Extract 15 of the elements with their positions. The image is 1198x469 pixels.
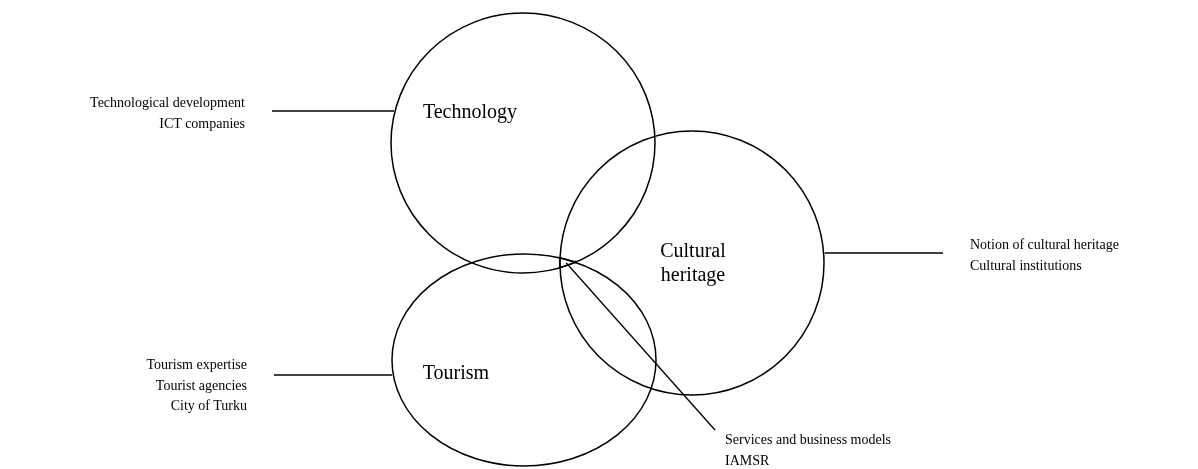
leader-line [823,252,944,254]
circle-label: Cultural heritage [659,238,727,286]
annotation-text: Cultural institutions [970,256,1083,275]
annotation-text: ICT companies [158,114,245,133]
leader-line [273,374,393,376]
circle-label: Tourism [421,360,491,384]
annotation-text: Tourism expertise [146,356,247,374]
annotation-text: Notion of cultural heritage [970,236,1119,254]
leader-line [271,110,395,112]
annotation-text: Technological development [90,94,245,112]
annotation-text: Tourist agencies [154,376,247,395]
annotation-text: IAMSR [725,451,771,469]
annotation-text: City of Turku [169,397,247,415]
annotation-text: Services and business models [725,431,892,449]
circle-label: Technology [421,99,519,123]
